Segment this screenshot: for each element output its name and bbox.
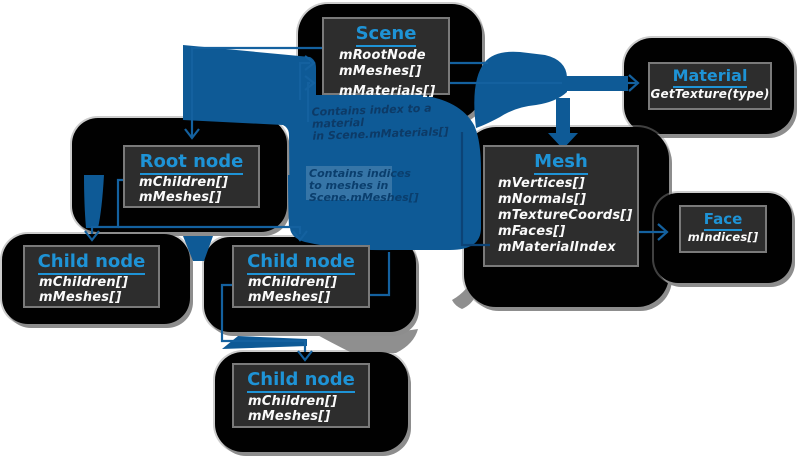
between-children-tail [183, 236, 213, 261]
scene-field-mmaterials: mMaterials[] [339, 84, 436, 99]
material-flow-bar [562, 76, 628, 91]
face-box: Face mIndices[] [679, 205, 767, 253]
mmaterialindex-connector [460, 132, 490, 247]
root-field-mchildren: mChildren[] [139, 175, 229, 190]
mesh-field-mfaces: mFaces[] [498, 224, 566, 239]
arrowhead-down [184, 128, 200, 140]
root-left-tail [84, 175, 104, 228]
child-field-mmeshes: mMeshes[] [248, 290, 331, 305]
child-node-bottom-box: Child node mChildren[] mMeshes[] [232, 363, 370, 428]
main-flow-swoosh [183, 45, 481, 251]
arrowhead-right [657, 223, 669, 241]
child-field-mchildren: mChildren[] [248, 275, 338, 290]
scene-field-mrootnode: mRootNode [339, 48, 426, 63]
mesh-flow-hook [474, 51, 567, 128]
face-field-mindices: mIndices[] [687, 230, 759, 244]
gray-swoosh [452, 272, 478, 309]
child-field-mchildren: mChildren[] [39, 275, 129, 290]
material-field-gettexture: GetTexture(type) [650, 87, 770, 101]
child-flow-seg [222, 336, 307, 349]
mesh-field-mvertices: mVertices[] [498, 176, 585, 191]
mrootnode-connector [190, 46, 322, 136]
child-node-mid-box: Child node mChildren[] mMeshes[] [232, 245, 370, 308]
mesh-title: Mesh [485, 151, 637, 175]
mesh-field-mnormals: mNormals[] [498, 192, 587, 207]
mesh-down-arrow [548, 98, 578, 149]
child-mchildren-connector [220, 283, 307, 352]
root-field-mmeshes: mMeshes[] [139, 190, 222, 205]
scene-title: Scene [324, 23, 448, 47]
mesh-box: Mesh mVertices[] mNormals[] mTextureCoor… [483, 145, 639, 267]
child-field-mchildren: mChildren[] [248, 394, 338, 409]
root-mchildren-connector [118, 225, 302, 234]
gray-swoosh [312, 329, 418, 353]
root-node-box: Root node mChildren[] mMeshes[] [123, 145, 260, 208]
scene-field-mmeshes: mMeshes[] [339, 64, 422, 79]
arrowhead-right [304, 55, 316, 71]
child-field-mmeshes: mMeshes[] [248, 409, 331, 424]
scene-box: Scene mRootNode mMeshes[] mMaterials[] [322, 17, 450, 99]
arrowhead-down [292, 230, 308, 242]
child-field-mmeshes: mMeshes[] [39, 290, 122, 305]
mesh-field-mmaterialindex: mMaterialIndex [498, 240, 616, 255]
child-node-title: Child node [25, 251, 158, 275]
mesh-field-mtexturecoords: mTextureCoords[] [498, 208, 633, 223]
material-ref-note: Contains index to a material in Scene.mM… [311, 101, 449, 143]
mmaterialindex-connector [306, 81, 310, 122]
child-node-title: Child node [234, 369, 368, 393]
root-node-title: Root node [125, 151, 258, 175]
face-title: Face [681, 210, 765, 231]
note-backdrop [306, 166, 392, 200]
root-right-tail [288, 175, 307, 228]
material-box: Material GetTexture(type) [648, 62, 772, 110]
child-mmeshes-connector [370, 252, 391, 297]
arrowhead-down [297, 350, 313, 362]
mesh-ref-note: Contains indices to meshes in Scene.mMes… [309, 167, 419, 204]
child-node-title: Child node [234, 251, 368, 275]
material-title: Material [650, 66, 770, 88]
arrowhead-right [628, 74, 640, 92]
child-node-left-box: Child node mChildren[] mMeshes[] [23, 245, 160, 308]
arrowhead-down [84, 230, 100, 242]
arrowhead-right [304, 75, 316, 91]
mmeshes-ref-connector [298, 61, 310, 100]
